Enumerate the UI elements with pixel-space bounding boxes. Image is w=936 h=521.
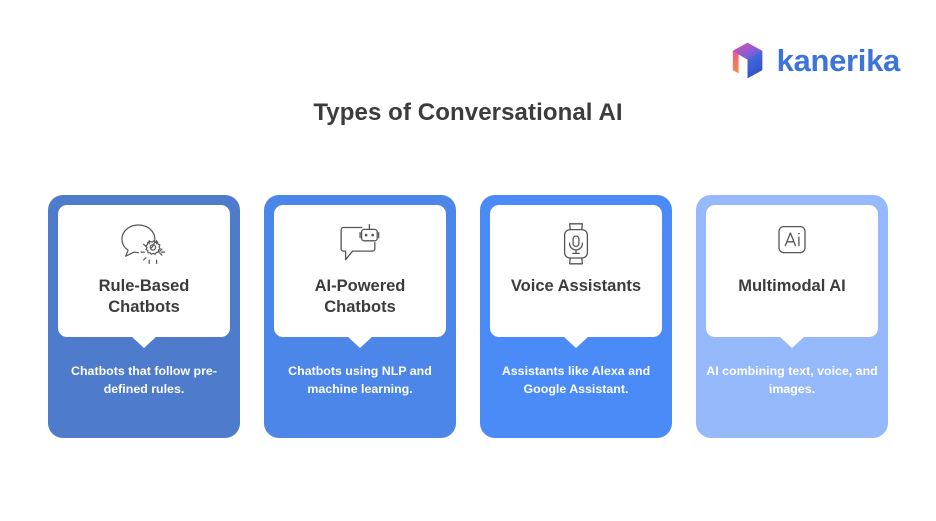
smartwatch-microphone-icon [547, 221, 605, 267]
card-description: Chatbots using NLP and machine learning. [288, 364, 432, 396]
card-list: Rule-Based Chatbots Chatbots that follow… [48, 195, 888, 438]
card-voice-assistants[interactable]: Voice Assistants Assistants like Alexa a… [480, 195, 672, 438]
cube-logo-icon [729, 41, 766, 80]
card-title: Multimodal AI [738, 277, 846, 295]
card-inner-panel: Multimodal AI [706, 205, 878, 337]
card-rule-based-chatbots[interactable]: Rule-Based Chatbots Chatbots that follow… [48, 195, 240, 438]
card-title: AI-Powered Chatbots [314, 277, 406, 317]
card-inner-panel: AI-Powered Chatbots [274, 205, 446, 337]
card-title: Rule-Based Chatbots [98, 277, 190, 317]
chat-robot-icon [331, 221, 389, 267]
card-description: Assistants like Alexa and Google Assista… [501, 364, 651, 396]
card-description: Chatbots that follow pre-defined rules. [71, 364, 217, 396]
card-description: AI combining text, voice, and images. [706, 364, 878, 396]
page-title: Types of Conversational AI [313, 99, 623, 126]
card-inner-panel: Voice Assistants [490, 205, 662, 337]
brand-name: kanerika [776, 43, 901, 78]
speech-bubble-gear-icon [115, 221, 173, 267]
card-ai-powered-chatbots[interactable]: AI-Powered Chatbots Chatbots using NLP a… [264, 195, 456, 438]
card-multimodal-ai[interactable]: Multimodal AI AI combining text, voice, … [696, 195, 888, 438]
brand-logo: kanerika [729, 41, 900, 80]
card-inner-panel: Rule-Based Chatbots [58, 205, 230, 337]
ai-square-icon [763, 221, 821, 267]
card-title: Voice Assistants [510, 277, 642, 295]
